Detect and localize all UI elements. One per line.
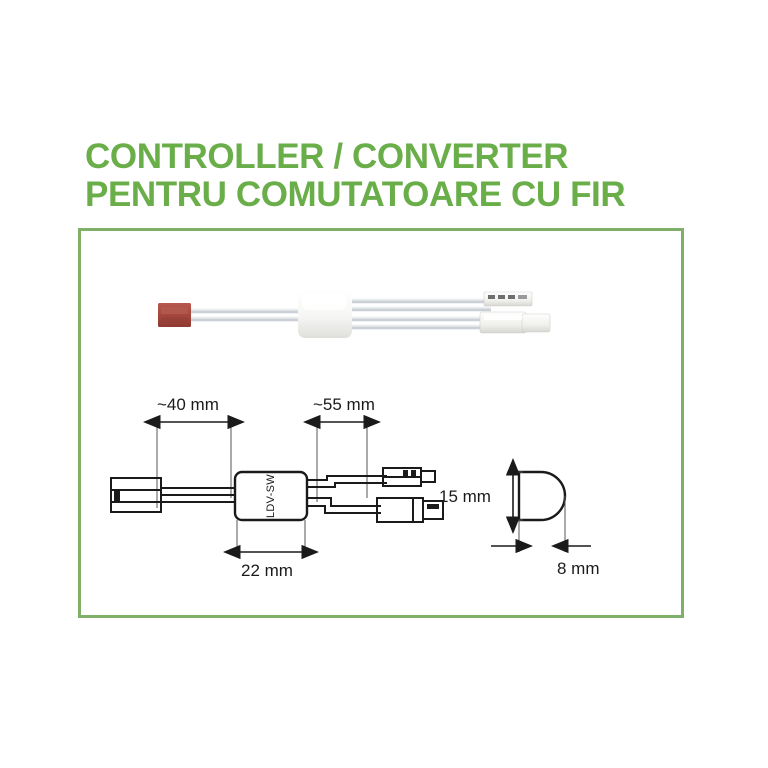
photo-output-connector-top: [483, 291, 533, 307]
photo-output-connector-bottom: [479, 311, 551, 334]
page-title: CONTROLLER / CONVERTER PENTRU COMUTATOAR…: [85, 138, 685, 214]
diagram-input-connector: [110, 477, 162, 513]
dimension-output-lead: ~55 mm: [303, 395, 381, 430]
photo-input-connector: [158, 303, 191, 327]
technical-drawing: ~40 mm ~55 mm: [95, 380, 675, 600]
diagram-module-label: LDV-SW: [265, 474, 277, 518]
diagram-output-connector-top: [382, 467, 436, 487]
dimension-module-width: 8 mm: [491, 496, 600, 578]
photo-output-wires: [346, 298, 496, 330]
dimension-module-length-label: 22 mm: [241, 561, 293, 580]
title-line-2: PENTRU COMUTATOARE CU FIR: [85, 175, 626, 214]
diagram-output-wires: [307, 475, 387, 514]
photo-input-wires: [188, 308, 300, 322]
witness-lines-module: [236, 520, 306, 552]
dimension-input-lead: ~40 mm: [143, 395, 245, 430]
diagram-input-wires: [161, 487, 235, 503]
diagram-side-profile: [517, 470, 567, 522]
diagram-module-body: LDV-SW: [233, 470, 309, 522]
dimension-module-height-label: 15 mm: [439, 487, 491, 506]
dimension-output-lead-label: ~55 mm: [313, 395, 375, 414]
title-line-1: CONTROLLER / CONVERTER: [85, 137, 569, 176]
dimension-input-lead-label: ~40 mm: [157, 395, 219, 414]
witness-lines-input: [156, 422, 232, 508]
dimension-module-width-label: 8 mm: [557, 559, 600, 578]
witness-lines-output: [316, 422, 368, 502]
product-photo: [150, 278, 570, 358]
photo-module-body: [298, 290, 352, 338]
diagram-output-connector-bottom: [376, 497, 444, 523]
dimension-module-length: 22 mm: [223, 544, 319, 580]
dimension-module-height: 15 mm: [439, 458, 523, 534]
